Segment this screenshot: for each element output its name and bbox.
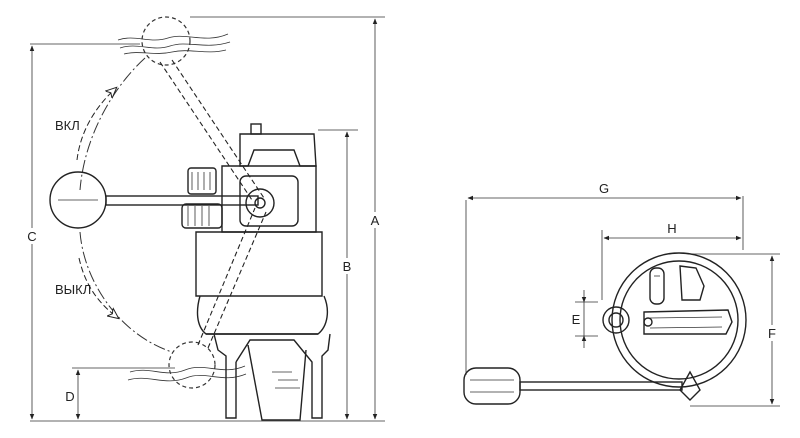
dimension-f: F [764, 255, 780, 405]
dimension-label-b: B [343, 259, 352, 274]
top-view: G H F E [463, 181, 780, 407]
off-arrow [78, 257, 118, 318]
top-float [463, 367, 683, 405]
dimension-label-a: A [371, 213, 380, 228]
float-upper-position [117, 16, 231, 66]
on-arrow [76, 88, 116, 161]
dimension-label-d: D [65, 389, 74, 404]
dimension-h: H [603, 221, 742, 241]
dimension-label-f: F [768, 326, 776, 341]
float-ball [49, 171, 259, 229]
dimension-label-c: C [27, 229, 36, 244]
dimension-b: B [339, 131, 355, 420]
dimension-label-h: H [667, 221, 676, 236]
dimension-d: D [65, 369, 81, 420]
float-arm-travel [159, 59, 267, 349]
switch-on-label: ВКЛ [55, 118, 80, 133]
dimension-e: E [572, 290, 587, 348]
dimension-g: G [467, 181, 742, 201]
float-lower-position [127, 341, 247, 389]
dimension-label-g: G [599, 181, 609, 196]
side-view: C A B D ВКЛ ВЫКЛ [24, 16, 385, 422]
dimension-c: C [24, 45, 40, 420]
pump-top-outline [602, 252, 747, 401]
dimension-label-e: E [572, 312, 581, 327]
dimension-a: A [367, 18, 383, 420]
float-travel-arcs [76, 57, 173, 353]
switch-off-label: ВЫКЛ [55, 282, 91, 297]
reference-lines [30, 16, 385, 422]
pump-body [181, 123, 331, 421]
